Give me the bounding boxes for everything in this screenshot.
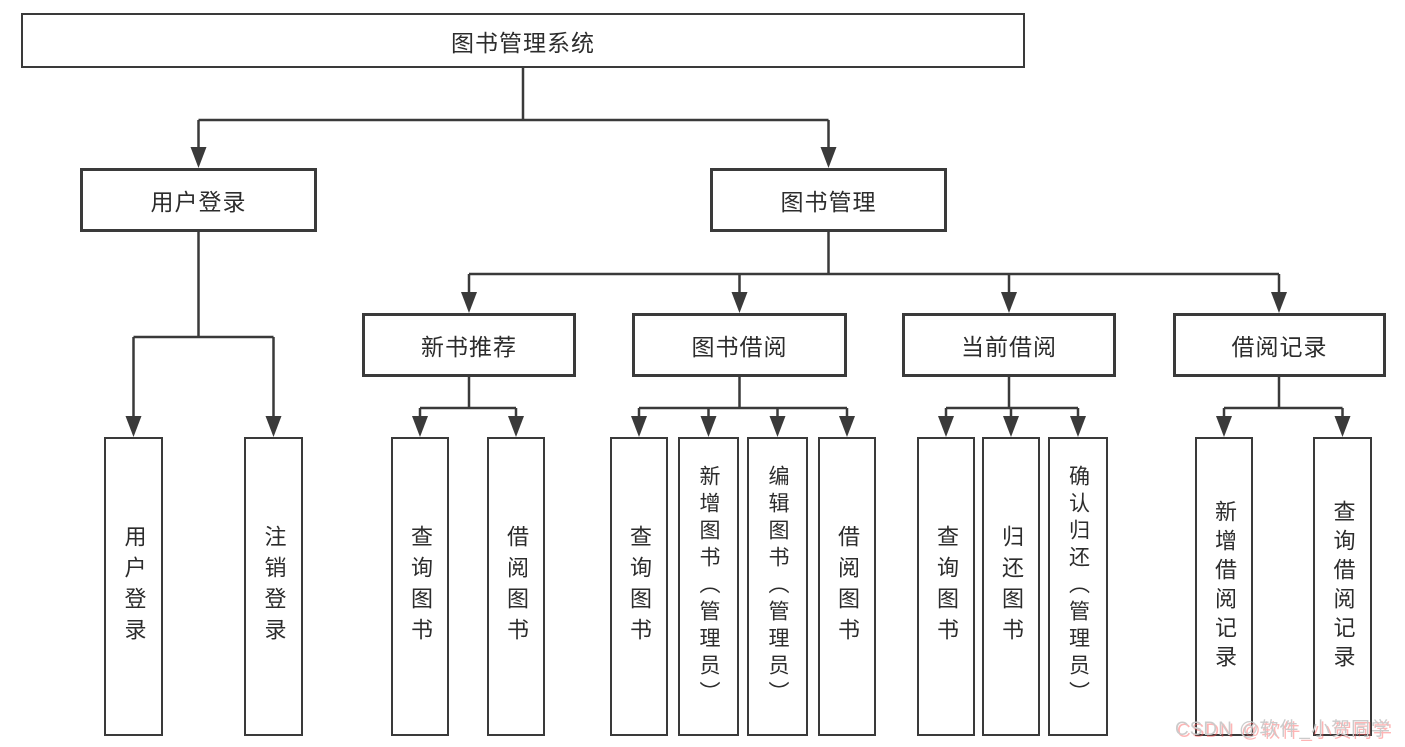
node-label: 查询图书 — [627, 524, 652, 649]
leaf-add-borrow-record: 新增借阅记录 — [1195, 437, 1253, 736]
node-label: 注销登录 — [261, 524, 287, 649]
node-book-borrow: 图书借阅 — [632, 313, 847, 377]
node-label: 查询图书 — [934, 524, 959, 649]
node-label: 借阅图书 — [504, 524, 529, 649]
leaf-borrow-books: 借阅图书 — [818, 437, 876, 736]
node-label: 借阅图书 — [835, 524, 860, 649]
leaf-confirm-return-admin: 确认归还（管理员） — [1048, 437, 1108, 736]
node-user-login: 用户登录 — [80, 168, 317, 232]
node-label: 用户登录 — [121, 524, 147, 649]
node-label: 归还图书 — [999, 524, 1024, 649]
node-label: 图书管理系统 — [451, 29, 595, 56]
csdn-watermark: CSDN @软件_小贺同学 — [1175, 719, 1391, 740]
node-current-borrow: 当前借阅 — [902, 313, 1116, 377]
arrowhead-icons — [125, 147, 1351, 437]
node-label: 新增图书（管理员） — [697, 465, 720, 708]
node-label: 用户登录 — [150, 189, 247, 215]
node-label: 编辑图书（管理员） — [766, 465, 789, 708]
leaf-query-books-borrow: 查询图书 — [610, 437, 668, 736]
leaf-query-books-current: 查询图书 — [917, 437, 975, 736]
node-library-management-system: 图书管理系统 — [21, 13, 1025, 68]
node-label: 图书管理 — [780, 189, 877, 215]
leaf-borrow-books-recommend: 借阅图书 — [487, 437, 545, 736]
node-borrow-records: 借阅记录 — [1173, 313, 1386, 377]
node-label: 新增借阅记录 — [1212, 499, 1237, 674]
node-label: 新书推荐 — [421, 334, 517, 360]
leaf-logout: 注销登录 — [244, 437, 303, 736]
node-label: 查询图书 — [408, 524, 433, 649]
node-label: 查询借阅记录 — [1330, 499, 1356, 674]
leaf-add-books-admin: 新增图书（管理员） — [678, 437, 739, 736]
node-book-management: 图书管理 — [710, 168, 947, 232]
leaf-edit-books-admin: 编辑图书（管理员） — [747, 437, 808, 736]
node-label: 确认归还（管理员） — [1066, 465, 1090, 708]
leaf-query-borrow-record: 查询借阅记录 — [1313, 437, 1372, 736]
leaf-return-books: 归还图书 — [982, 437, 1040, 736]
node-label: 当前借阅 — [961, 334, 1057, 360]
node-label: 借阅记录 — [1231, 334, 1328, 360]
node-new-book-recommend: 新书推荐 — [362, 313, 576, 377]
leaf-query-books-recommend: 查询图书 — [391, 437, 449, 736]
leaf-user-login: 用户登录 — [104, 437, 163, 736]
node-label: 图书借阅 — [691, 334, 788, 360]
